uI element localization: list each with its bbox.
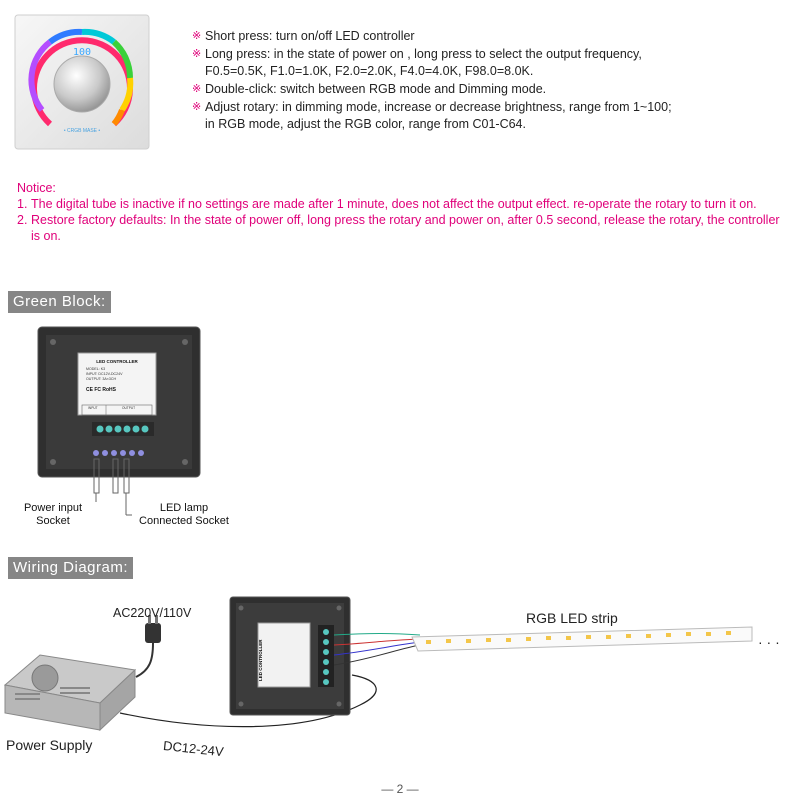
ac-plug-icon bbox=[135, 615, 161, 678]
notice-text: The digital tube is inactive if no setti… bbox=[31, 197, 757, 211]
strip-continues-ellipsis: · · · bbox=[758, 634, 780, 650]
notice-title: Notice: bbox=[17, 181, 56, 195]
green-block-controller-image: LED CONTROLLER MODEL: K3 INPUT: DC12V-DC… bbox=[30, 325, 210, 485]
section-header-wiring-diagram: Wiring Diagram: bbox=[8, 557, 134, 579]
notice-block: Notice: 1.The digital tube is inactive i… bbox=[17, 180, 792, 244]
instruction-text: Adjust rotary: in dimming mode, increase… bbox=[205, 100, 672, 131]
svg-text:OUTPUT: 3A×3CH: OUTPUT: 3A×3CH bbox=[86, 377, 116, 381]
instruction-text: Long press: in the state of power on , l… bbox=[205, 47, 642, 78]
power-supply-icon bbox=[3, 654, 137, 732]
socket-callout-lines bbox=[93, 458, 132, 516]
svg-text:INPUT: DC12V-DC24V: INPUT: DC12V-DC24V bbox=[86, 372, 123, 376]
svg-text:LED CONTROLLER: LED CONTROLLER bbox=[96, 359, 138, 364]
rgb-led-strip-label: RGB LED strip bbox=[526, 610, 618, 626]
instruction-text: Short press: turn on/off LED controller bbox=[205, 29, 415, 43]
rotary-controller-image: 100 • CRGB MASE • bbox=[12, 12, 152, 152]
instruction-item: ※Double-click: switch between RGB mode a… bbox=[192, 81, 792, 98]
ac-voltage-label: AC220V/110V bbox=[113, 606, 192, 620]
power-supply-label: Power Supply bbox=[6, 737, 93, 753]
bullet-icon: ※ bbox=[192, 83, 202, 95]
instruction-item: ※Short press: turn on/off LED controller bbox=[192, 28, 792, 45]
bullet-icon: ※ bbox=[192, 48, 202, 60]
instruction-text: Double-click: switch between RGB mode an… bbox=[205, 82, 547, 96]
led-lamp-socket-label: LED lamp Connected Socket bbox=[139, 502, 229, 527]
section-header-green-block: Green Block: bbox=[8, 291, 111, 313]
svg-text:LED CONTROLLER: LED CONTROLLER bbox=[258, 639, 263, 681]
svg-text:INPUT: INPUT bbox=[88, 406, 98, 410]
svg-text:MODEL: K3: MODEL: K3 bbox=[86, 367, 105, 371]
svg-text:• CRGB MASE •: • CRGB MASE • bbox=[64, 128, 101, 134]
controller-wiring-icon: LED CONTROLLER bbox=[229, 596, 351, 716]
page-number: — 2 — bbox=[381, 782, 419, 796]
power-input-socket-label: Power input Socket bbox=[23, 502, 83, 527]
notice-item: 2.Restore factory defaults: In the state… bbox=[17, 212, 792, 244]
notice-text: Restore factory defaults: In the state o… bbox=[31, 213, 780, 243]
notice-item: 1.The digital tube is inactive if no set… bbox=[17, 197, 757, 211]
svg-text:100: 100 bbox=[73, 47, 91, 58]
bullet-icon: ※ bbox=[192, 30, 202, 42]
instruction-item: ※Adjust rotary: in dimming mode, increas… bbox=[192, 99, 792, 133]
rgb-led-strip-icon bbox=[411, 626, 753, 652]
instruction-item: ※Long press: in the state of power on , … bbox=[192, 46, 792, 80]
bullet-icon: ※ bbox=[192, 101, 202, 113]
svg-text:CE FC RoHS: CE FC RoHS bbox=[86, 387, 117, 393]
instruction-list: ※Short press: turn on/off LED controller… bbox=[192, 28, 792, 134]
wiring-diagram: LED CONTROLLER bbox=[3, 596, 753, 732]
svg-text:OUTPUT: OUTPUT bbox=[122, 406, 135, 410]
